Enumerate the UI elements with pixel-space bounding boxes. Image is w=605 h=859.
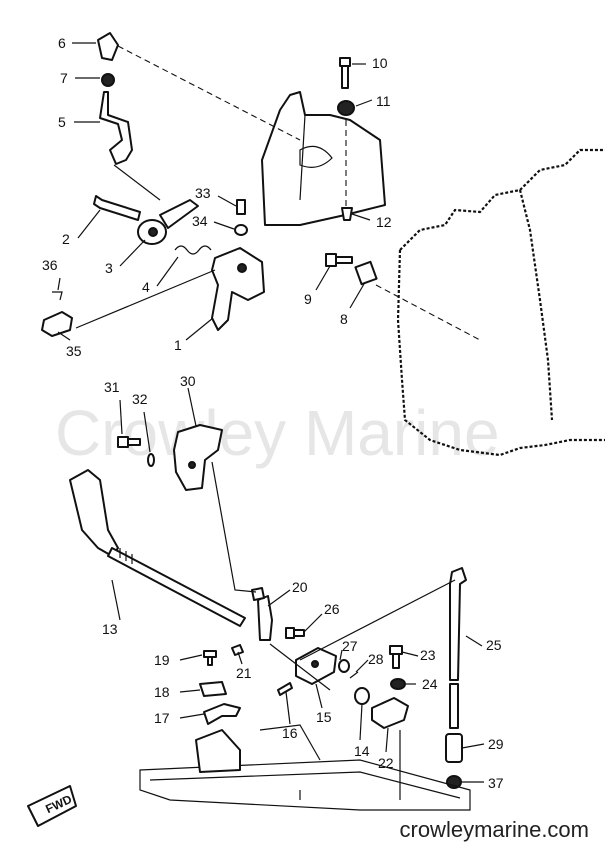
- label-13: 13: [102, 621, 118, 637]
- part-10-bolt: [339, 57, 351, 89]
- part-13-shift-rod: [69, 469, 246, 627]
- site-url: crowleymarine.com: [399, 817, 590, 842]
- label-33: 33: [195, 185, 211, 201]
- label-3: 3: [105, 260, 113, 276]
- label-28: 28: [368, 651, 384, 667]
- label-19: 19: [154, 652, 170, 668]
- label-21: 21: [236, 665, 252, 681]
- part-18-plate: [199, 681, 227, 697]
- part-6-joint: [97, 32, 119, 61]
- part-17-clamp: [203, 703, 241, 725]
- label-1: 1: [174, 337, 182, 353]
- watermark: Crowley Marine: [55, 397, 500, 469]
- part-4-spring: [174, 245, 212, 255]
- label-27: 27: [342, 638, 358, 654]
- part-14-collar: [354, 687, 370, 705]
- label-26: 26: [324, 601, 340, 617]
- label-20: 20: [292, 579, 308, 595]
- part-26-bolt: [285, 627, 305, 639]
- fwd-arrow-badge: FWD: [27, 785, 77, 827]
- part-21-pin: [231, 644, 244, 656]
- part-35-joint: [41, 311, 73, 337]
- label-31: 31: [104, 379, 120, 395]
- part-36-clip: [52, 291, 63, 301]
- lower-cowling-outline: [139, 724, 471, 811]
- part-5-link-rod: [99, 91, 133, 165]
- part-9-bolt: [325, 253, 353, 267]
- part-12-cap: [341, 207, 353, 221]
- part-29-sleeve: [445, 733, 463, 763]
- part-1-arm: [211, 247, 265, 331]
- part-30-bracket: [173, 424, 223, 491]
- part-22-joint: [371, 697, 409, 729]
- label-32: 32: [132, 391, 148, 407]
- label-4: 4: [142, 279, 150, 295]
- label-22: 22: [378, 755, 394, 771]
- part-23-bolt: [389, 645, 403, 669]
- label-5: 5: [58, 114, 66, 130]
- label-10: 10: [372, 55, 388, 71]
- label-8: 8: [340, 311, 348, 327]
- label-37: 37: [488, 775, 504, 791]
- label-35: 35: [66, 343, 82, 359]
- label-9: 9: [304, 291, 312, 307]
- label-16: 16: [282, 725, 298, 741]
- label-24: 24: [422, 676, 438, 692]
- part-32-washer: [147, 453, 155, 467]
- label-29: 29: [488, 736, 504, 752]
- part-11-nut: [337, 100, 355, 116]
- part-27-washer: [338, 659, 350, 673]
- engine-block-outline: [396, 148, 605, 457]
- label-7: 7: [60, 70, 68, 86]
- part-34-washer: [234, 224, 248, 236]
- bracket-housing: [261, 91, 386, 226]
- label-2: 2: [62, 231, 70, 247]
- label-34: 34: [192, 213, 208, 229]
- part-24-nut: [390, 678, 406, 690]
- part-31-bolt: [117, 436, 141, 448]
- label-11: 11: [376, 93, 391, 109]
- part-8-collar: [354, 260, 378, 286]
- part-28-pin: [349, 671, 359, 679]
- label-14: 14: [354, 743, 370, 759]
- label-18: 18: [154, 684, 170, 700]
- part-25-rod: [449, 567, 467, 729]
- part-3-lever: [137, 199, 199, 245]
- part-19-screw: [203, 650, 217, 666]
- label-25: 25: [486, 637, 502, 653]
- label-30: 30: [180, 373, 196, 389]
- label-15: 15: [316, 709, 332, 725]
- part-20-lever: [251, 587, 273, 641]
- label-12: 12: [376, 214, 392, 230]
- label-6: 6: [58, 35, 66, 51]
- part-7-nut: [101, 73, 115, 87]
- part-16-pin: [277, 682, 293, 696]
- label-17: 17: [154, 710, 170, 726]
- part-labels: 6 7 5 2 3 4 1 33 34 36 35 10 11 12 9 8 3…: [42, 35, 504, 791]
- label-36: 36: [42, 257, 58, 273]
- part-2-bolt: [93, 195, 141, 221]
- leader-lines: [57, 42, 485, 783]
- assembly-dashed-lines: [75, 45, 481, 800]
- part-33-pin: [236, 199, 246, 215]
- label-23: 23: [420, 647, 436, 663]
